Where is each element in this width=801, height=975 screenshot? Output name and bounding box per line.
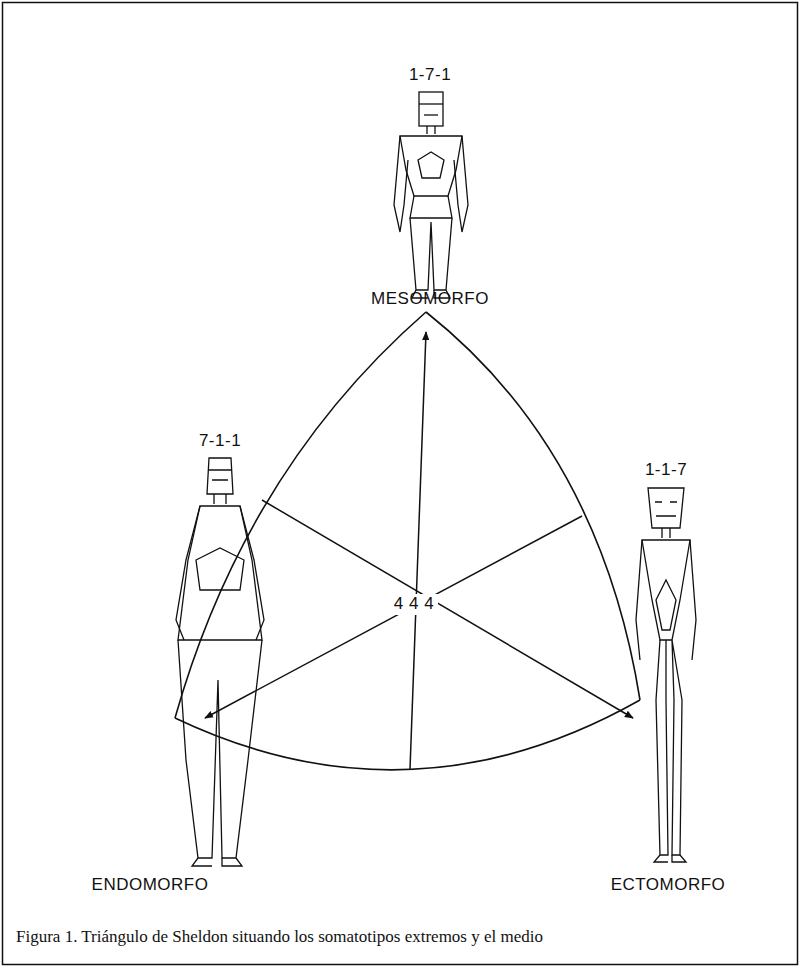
center-somatotype: 4 4 4 <box>390 594 438 615</box>
ectomorph-figure <box>636 488 696 862</box>
caption-holder: Figura 1. Triángulo de Sheldon situando … <box>16 927 786 947</box>
somatotype-number: 7-1-1 <box>199 432 241 451</box>
somatotype-number: 1-7-1 <box>409 66 451 85</box>
somatotype-name-holder: ECTOMORFO <box>611 876 726 895</box>
center-somatotype-holder: 4 4 4 <box>390 594 438 615</box>
mesomorph-figure <box>394 92 468 298</box>
somatotype-number-holder: 1-7-1 <box>409 66 451 85</box>
somatotype-number-holder: 1-1-7 <box>645 461 687 480</box>
frame-border <box>3 3 798 965</box>
endomorph-figure <box>176 458 264 866</box>
somatotype-number-holder: 7-1-1 <box>199 432 241 451</box>
sheldon-triangle <box>175 312 640 770</box>
figure-caption: Figura 1. Triángulo de Sheldon situando … <box>16 927 786 947</box>
somatotype-name-holder: MESOMORFO <box>371 290 489 309</box>
somatotype-name: ENDOMORFO <box>92 876 209 895</box>
somatotype-name: ECTOMORFO <box>611 876 726 895</box>
somatotype-number: 1-1-7 <box>645 461 687 480</box>
somatotype-name: MESOMORFO <box>371 290 489 309</box>
somatotype-name-holder: ENDOMORFO <box>92 876 209 895</box>
axis-lines <box>205 332 633 769</box>
